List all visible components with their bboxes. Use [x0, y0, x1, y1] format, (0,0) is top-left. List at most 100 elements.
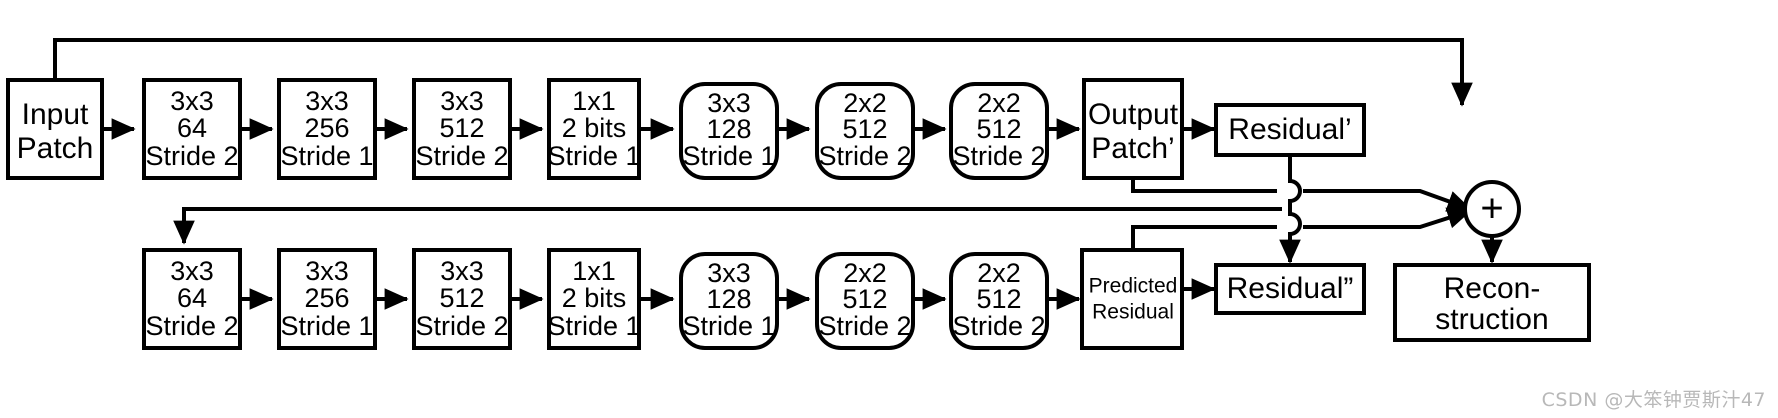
block-conv-3x3-512-s2: 3x3 512 Stride 2	[412, 78, 512, 180]
block-deconv-2x2-512-s2-a: 2x2 512 Stride 2	[815, 82, 915, 180]
conv-1x1-2bits-s1-line-2: Stride 1	[547, 141, 640, 171]
conv-1x1-2bits-s1-b-line-2: Stride 1	[547, 311, 640, 341]
conv-3x3-64-s2-line-1: 64	[177, 113, 207, 143]
block-conv-3x3-64-s2-b: 3x3 64 Stride 2	[142, 248, 242, 350]
conv-3x3-512-s2-b-box	[412, 248, 512, 350]
conv-3x3-64-s2-line-2: Stride 2	[145, 141, 238, 171]
conv-3x3-64-s2-b-line-0: 3x3	[170, 256, 214, 286]
deconv-2x2-512-s2-a-line-1: 512	[842, 114, 887, 144]
predicted-residual-box	[1080, 248, 1184, 350]
conv-1x1-2bits-s1-line-1: 2 bits	[562, 113, 627, 143]
branch-predicted-residual-to-adder-b	[1303, 207, 1472, 229]
output-patch-box	[1082, 78, 1184, 180]
deconv-2x2-512-s2-b-box	[949, 82, 1049, 180]
deconv-2x2-512-s2-a-line-0: 2x2	[843, 88, 887, 118]
deconv-2x2-512-s2-d-box	[949, 252, 1049, 350]
block-residual-prime: Residual’	[1214, 103, 1366, 157]
conv-3x3-256-s1-line-1: 256	[304, 113, 349, 143]
deconv-2x2-512-s2-b-line-0: 2x2	[977, 88, 1021, 118]
deconv-2x2-512-s2-d-line-2: Stride 2	[952, 311, 1045, 341]
conv-3x3-256-s1-line-2: Stride 1	[280, 141, 373, 171]
conv-3x3-512-s2-b-line-2: Stride 2	[415, 311, 508, 341]
block-deconv-3x3-128-s1-b: 3x3 128 Stride 1	[679, 252, 779, 350]
block-conv-1x1-2bits-s1: 1x1 2 bits Stride 1	[547, 78, 641, 180]
conv-3x3-64-s2-box	[142, 78, 242, 180]
conv-1x1-2bits-s1-box	[547, 78, 641, 180]
conv-3x3-256-s1-b-line-2: Stride 1	[280, 311, 373, 341]
adder-node: +	[1463, 180, 1521, 238]
conv-3x3-256-s1-b-line-1: 256	[304, 283, 349, 313]
conv-3x3-512-s2-box	[412, 78, 512, 180]
conv-3x3-512-s2-b-line-1: 512	[439, 283, 484, 313]
block-deconv-2x2-512-s2-c: 2x2 512 Stride 2	[815, 252, 915, 350]
csdn-watermark: CSDN @大笨钟贾斯汁47	[1541, 389, 1766, 411]
deconv-3x3-128-s1-b-line-0: 3x3	[707, 258, 751, 288]
deconv-2x2-512-s2-c-line-2: Stride 2	[818, 311, 911, 341]
residual-double-prime-box	[1214, 263, 1366, 315]
block-input-patch: Input Patch	[6, 78, 104, 180]
skip-connection-input-to-residual-prime	[53, 38, 1473, 107]
conv-3x3-256-s1-b-box	[277, 248, 377, 350]
block-conv-3x3-64-s2: 3x3 64 Stride 2	[142, 78, 242, 180]
deconv-2x2-512-s2-c-line-0: 2x2	[843, 258, 887, 288]
residual-double-prime-label: Residual”	[1227, 272, 1354, 305]
deconv-3x3-128-s1-line-1: 128	[706, 114, 751, 144]
deconv-3x3-128-s1-b-line-2: Stride 1	[682, 311, 775, 341]
block-reconstruction: Recon- struction	[1393, 263, 1591, 342]
conv-3x3-64-s2-line-0: 3x3	[170, 86, 214, 116]
conv-3x3-256-s1-line-0: 3x3	[305, 86, 349, 116]
deconv-2x2-512-s2-d-line-1: 512	[976, 284, 1021, 314]
block-output-patch: Output Patch’	[1082, 78, 1184, 180]
block-deconv-2x2-512-s2-d: 2x2 512 Stride 2	[949, 252, 1049, 350]
block-conv-1x1-2bits-s1-b: 1x1 2 bits Stride 1	[547, 248, 641, 350]
adder-plus-symbol: +	[1480, 187, 1503, 231]
conv-3x3-512-s2-line-0: 3x3	[440, 86, 484, 116]
deconv-3x3-128-s1-b-box	[679, 252, 779, 350]
branch-output-patch-to-adder-b	[1303, 189, 1472, 212]
input-patch-line-1: Patch	[17, 132, 94, 165]
reconstruction-line-0: Recon-	[1444, 272, 1541, 305]
block-conv-3x3-512-s2-b: 3x3 512 Stride 2	[412, 248, 512, 350]
deconv-2x2-512-s2-d-line-0: 2x2	[977, 258, 1021, 288]
deconv-2x2-512-s2-b-line-2: Stride 2	[952, 141, 1045, 171]
conv-1x1-2bits-s1-line-0: 1x1	[572, 86, 616, 116]
output-patch-line-0: Output	[1088, 98, 1179, 131]
deconv-3x3-128-s1-b-line-1: 128	[706, 284, 751, 314]
predicted-residual-line-1: Residual	[1092, 301, 1174, 324]
reconstruction-line-1: struction	[1435, 303, 1548, 336]
conv-3x3-256-s1-box	[277, 78, 377, 180]
block-conv-3x3-256-s1-b: 3x3 256 Stride 1	[277, 248, 377, 350]
conv-1x1-2bits-s1-b-line-1: 2 bits	[562, 283, 627, 313]
deconv-2x2-512-s2-c-line-1: 512	[842, 284, 887, 314]
predicted-residual-line-0: Predicted	[1089, 275, 1178, 298]
conv-3x3-512-s2-line-1: 512	[439, 113, 484, 143]
residual-prime-label: Residual’	[1228, 113, 1351, 146]
conv-1x1-2bits-s1-b-box	[547, 248, 641, 350]
conv-3x3-64-s2-b-line-2: Stride 2	[145, 311, 238, 341]
output-patch-line-1: Patch’	[1091, 132, 1174, 165]
reconstruction-box	[1393, 263, 1591, 342]
deconv-2x2-512-s2-b-line-1: 512	[976, 114, 1021, 144]
block-predicted-residual: Predicted Residual	[1080, 248, 1184, 350]
conv-3x3-64-s2-b-box	[142, 248, 242, 350]
conv-3x3-512-s2-b-line-0: 3x3	[440, 256, 484, 286]
block-conv-3x3-256-s1: 3x3 256 Stride 1	[277, 78, 377, 180]
conv-3x3-64-s2-b-line-1: 64	[177, 283, 207, 313]
deconv-3x3-128-s1-box	[679, 82, 779, 180]
branch-predicted-residual-to-adder-a	[1131, 225, 1277, 250]
conv-3x3-256-s1-b-line-0: 3x3	[305, 256, 349, 286]
block-deconv-3x3-128-s1: 3x3 128 Stride 1	[679, 82, 779, 180]
conv-3x3-512-s2-line-2: Stride 2	[415, 141, 508, 171]
deconv-2x2-512-s2-a-line-2: Stride 2	[818, 141, 911, 171]
input-patch-box	[6, 78, 104, 180]
branch-output-patch-to-adder-a	[1131, 178, 1277, 193]
input-patch-line-0: Input	[22, 98, 89, 131]
skip-connection-to-decoder-row	[173, 207, 1282, 245]
block-residual-double-prime: Residual”	[1214, 263, 1366, 315]
block-deconv-2x2-512-s2-b: 2x2 512 Stride 2	[949, 82, 1049, 180]
deconv-3x3-128-s1-line-2: Stride 1	[682, 141, 775, 171]
conv-1x1-2bits-s1-b-line-0: 1x1	[572, 256, 616, 286]
deconv-3x3-128-s1-line-0: 3x3	[707, 88, 751, 118]
